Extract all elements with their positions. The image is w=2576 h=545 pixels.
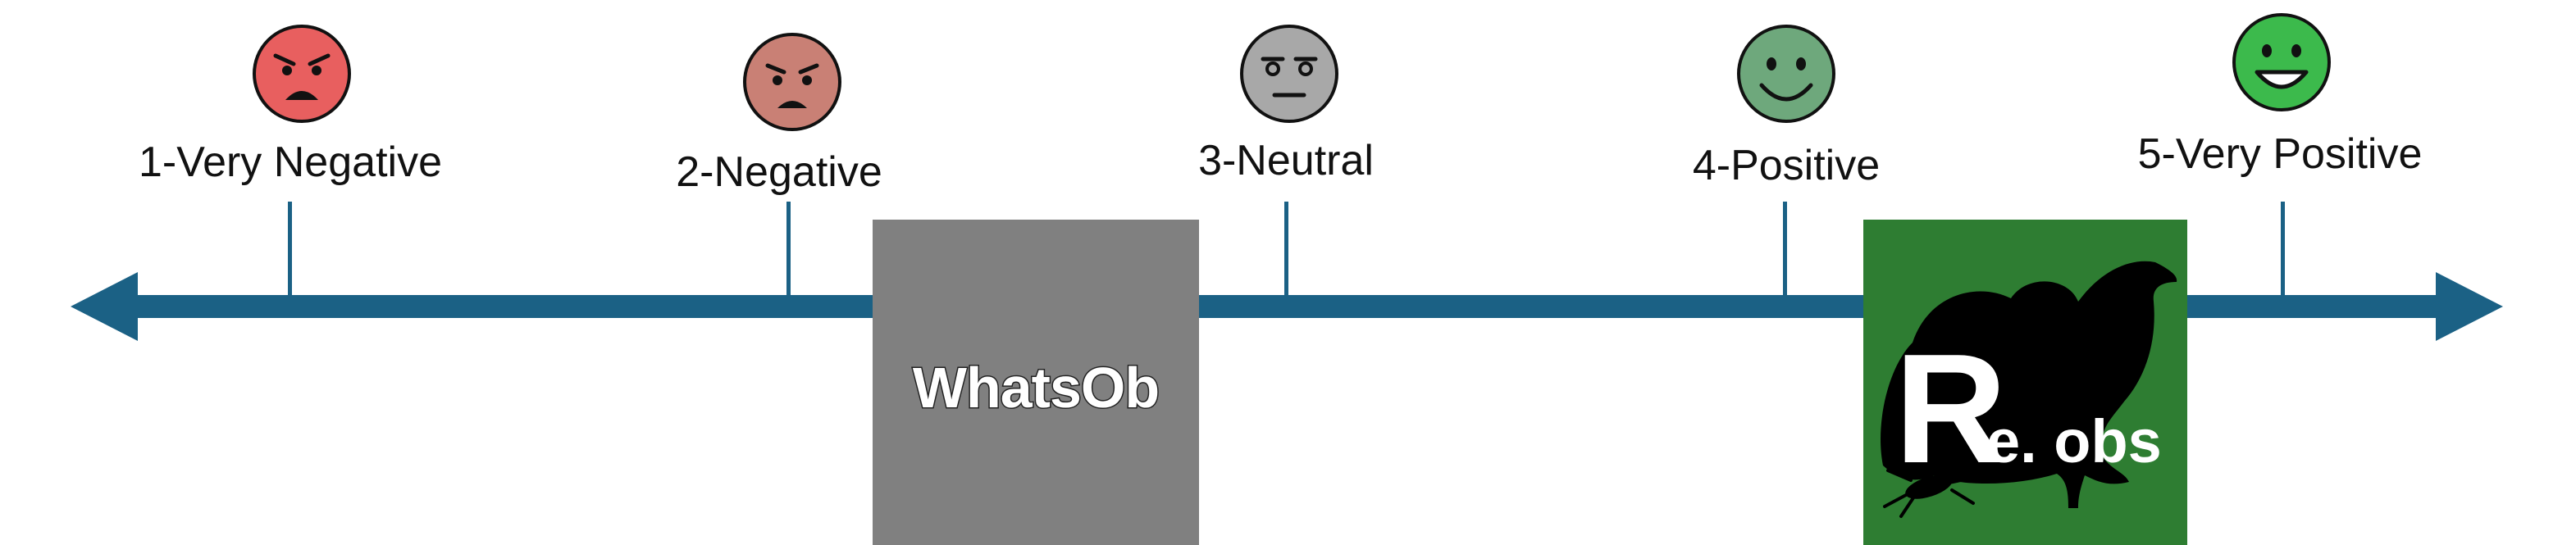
label-very-negative: 1-Very Negative (139, 139, 442, 186)
tick-1 (288, 202, 292, 297)
neutral-face-icon (1240, 25, 1338, 123)
tick-4 (1783, 202, 1787, 297)
label-neutral: 3-Neutral (1198, 137, 1374, 184)
right-arrow-icon (2436, 272, 2503, 341)
left-arrow-icon (71, 272, 138, 341)
very-positive-face-icon (2232, 13, 2331, 111)
whatsob-logo-text: WhatsOb (911, 355, 1160, 421)
svg-text:R: R (1894, 322, 2007, 496)
tick-5 (2281, 202, 2285, 297)
label-positive: 4-Positive (1692, 142, 1881, 189)
tick-3 (1284, 202, 1288, 297)
tick-2 (786, 202, 791, 297)
label-negative: 2-Negative (676, 148, 882, 196)
crow-and-beetle-silhouette-icon: R e. obs (1881, 261, 2177, 518)
svg-text:e. obs: e. obs (1986, 407, 2162, 475)
very-negative-face-icon (253, 25, 351, 123)
whatsob-logo: WhatsOb (873, 220, 1199, 545)
reobs-logo: R e. obs (1863, 220, 2187, 545)
negative-face-icon (743, 33, 841, 131)
positive-face-icon (1737, 25, 1835, 123)
label-very-positive: 5-Very Positive (2137, 130, 2423, 178)
